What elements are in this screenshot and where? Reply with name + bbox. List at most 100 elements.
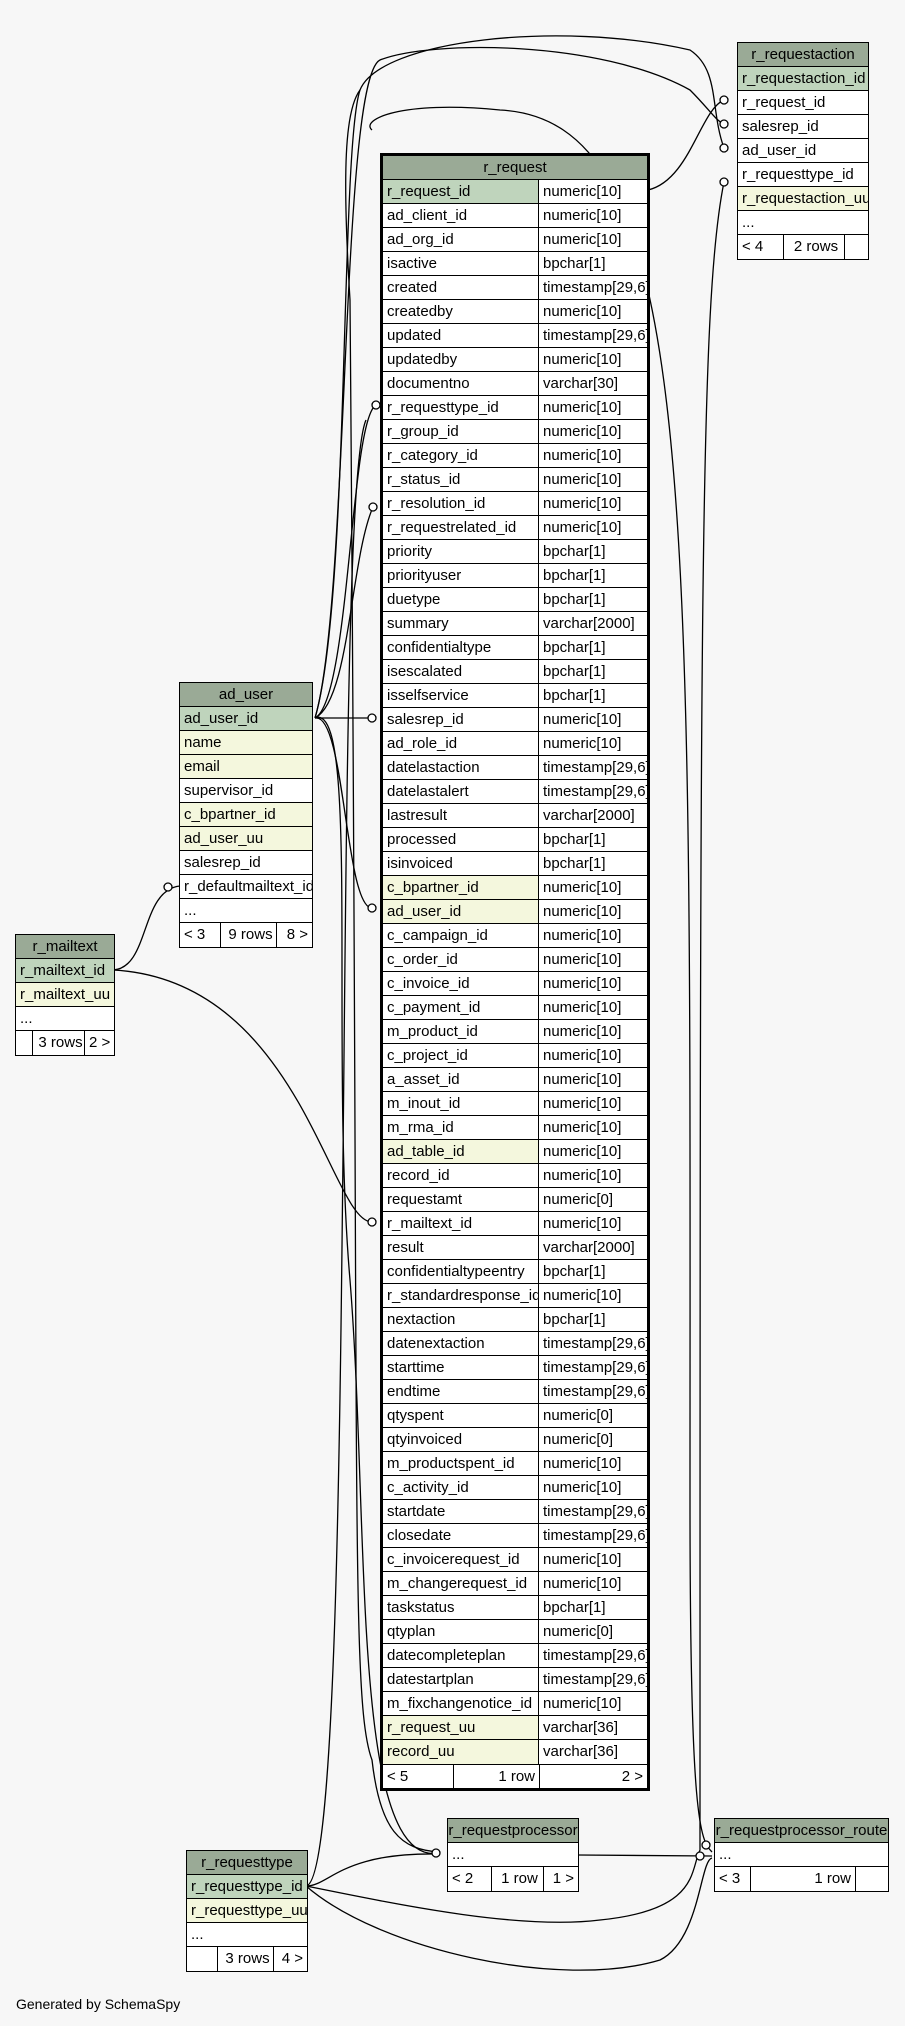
column-name: c_campaign_id <box>387 927 488 944</box>
table-row: r_requestaction_uu <box>738 187 868 211</box>
table-title: r_requestprocessor <box>448 1819 578 1843</box>
table-r_requestprocessor[interactable]: r_requestprocessor ... < 2 1 row 1 > <box>447 1818 579 1892</box>
column-type: numeric[10] <box>538 1140 647 1163</box>
table-r_requestprocessor_route[interactable]: r_requestprocessor_route ... < 3 1 row <box>714 1818 889 1892</box>
children-count[interactable]: 2 > <box>84 1031 114 1055</box>
children-count[interactable]: 1 > <box>543 1867 578 1891</box>
table-row: ... <box>738 211 868 235</box>
table-footer: 3 rows 4 > <box>187 1947 307 1971</box>
column-name: duetype <box>387 591 441 608</box>
column-name: qtyspent <box>387 1407 444 1424</box>
column-name: qtyplan <box>387 1623 436 1640</box>
parents-count[interactable]: < 4 <box>742 238 764 255</box>
parents-count[interactable] <box>16 1031 32 1055</box>
column-name: taskstatus <box>387 1599 455 1616</box>
column-type: bpchar[1] <box>538 1260 647 1283</box>
column-type: bpchar[1] <box>538 852 647 875</box>
column-type: numeric[10] <box>538 1068 647 1091</box>
column-name: c_bpartner_id <box>180 803 312 826</box>
column-name: ad_user_id <box>383 900 538 923</box>
column-type: numeric[0] <box>538 1404 647 1427</box>
table-title: r_mailtext <box>16 935 114 959</box>
column-name: r_requestaction_uu <box>738 187 868 210</box>
column-type: numeric[10] <box>538 1452 647 1475</box>
column-type: numeric[10] <box>538 492 647 515</box>
column-type: numeric[10] <box>538 1116 647 1139</box>
column-type: bpchar[1] <box>538 588 647 611</box>
column-type: varchar[2000] <box>538 612 647 635</box>
children-count[interactable]: 2 > <box>539 1765 647 1788</box>
column-name: r_requestrelated_id <box>387 519 517 536</box>
table-r_mailtext[interactable]: r_mailtext r_mailtext_id r_mailtext_uu .… <box>15 934 115 1056</box>
column-type: numeric[10] <box>538 228 647 251</box>
children-count[interactable] <box>844 235 868 259</box>
table-row: duetype bpchar[1] <box>383 588 647 612</box>
column-name: datestartplan <box>387 1671 474 1688</box>
column-type: bpchar[1] <box>538 684 647 707</box>
column-type: numeric[10] <box>538 516 647 539</box>
column-name: priorityuser <box>387 567 462 584</box>
parents-count[interactable] <box>187 1947 217 1971</box>
column-name: r_category_id <box>387 447 478 464</box>
column-name: r_request_uu <box>383 1716 538 1739</box>
table-footer: < 5 1 row 2 > <box>383 1764 647 1788</box>
parents-count[interactable]: < 5 <box>387 1768 409 1785</box>
table-r_requestaction[interactable]: r_requestaction r_requestaction_id r_req… <box>737 42 869 260</box>
children-count[interactable]: 8 > <box>276 923 312 947</box>
column-type: timestamp[29,6] <box>538 1380 647 1403</box>
column-type: timestamp[29,6] <box>538 1668 647 1691</box>
column-type: numeric[10] <box>538 204 647 227</box>
column-type: numeric[0] <box>538 1620 647 1643</box>
column-type: bpchar[1] <box>538 1596 647 1619</box>
column-type: numeric[10] <box>538 1572 647 1595</box>
children-count[interactable]: 4 > <box>273 1947 307 1971</box>
children-count[interactable] <box>855 1867 888 1891</box>
column-type: timestamp[29,6] <box>538 1332 647 1355</box>
column-name: updated <box>387 327 442 344</box>
parents-count[interactable]: < 2 <box>452 1870 474 1887</box>
column-name: processed <box>387 831 457 848</box>
column-name: m_productspent_id <box>387 1455 515 1472</box>
table-row: salesrep_id <box>738 115 868 139</box>
table-row: ... <box>16 1007 114 1031</box>
table-footer: 3 rows 2 > <box>16 1031 114 1055</box>
parents-count[interactable]: < 3 <box>719 1870 741 1887</box>
column-type: numeric[10] <box>538 972 647 995</box>
table-ad_user[interactable]: ad_user ad_user_id name email supervisor… <box>179 682 313 948</box>
column-name: documentno <box>387 375 470 392</box>
column-name: priority <box>387 543 433 560</box>
column-name: c_invoice_id <box>387 975 470 992</box>
column-name: ad_table_id <box>383 1140 538 1163</box>
table-row: datestartplan timestamp[29,6] <box>383 1668 647 1692</box>
table-r_requesttype[interactable]: r_requesttype r_requesttype_id r_request… <box>186 1850 308 1972</box>
table-columns: r_requestaction_id r_request_id salesrep… <box>738 67 868 259</box>
parents-count[interactable]: < 3 <box>184 926 206 943</box>
column-name: salesrep_id <box>742 118 819 135</box>
table-row: c_bpartner_id <box>180 803 312 827</box>
column-name: starttime <box>387 1359 445 1376</box>
table-row: r_mailtext_uu <box>16 983 114 1007</box>
column-name: confidentialtypeentry <box>387 1263 525 1280</box>
table-row: ad_user_id <box>738 139 868 163</box>
column-name: c_project_id <box>387 1047 468 1064</box>
column-name: ... <box>191 1926 204 1943</box>
column-type: numeric[10] <box>538 732 647 755</box>
column-type: numeric[10] <box>538 1548 647 1571</box>
column-name: createdby <box>387 303 453 320</box>
column-type: numeric[10] <box>538 468 647 491</box>
